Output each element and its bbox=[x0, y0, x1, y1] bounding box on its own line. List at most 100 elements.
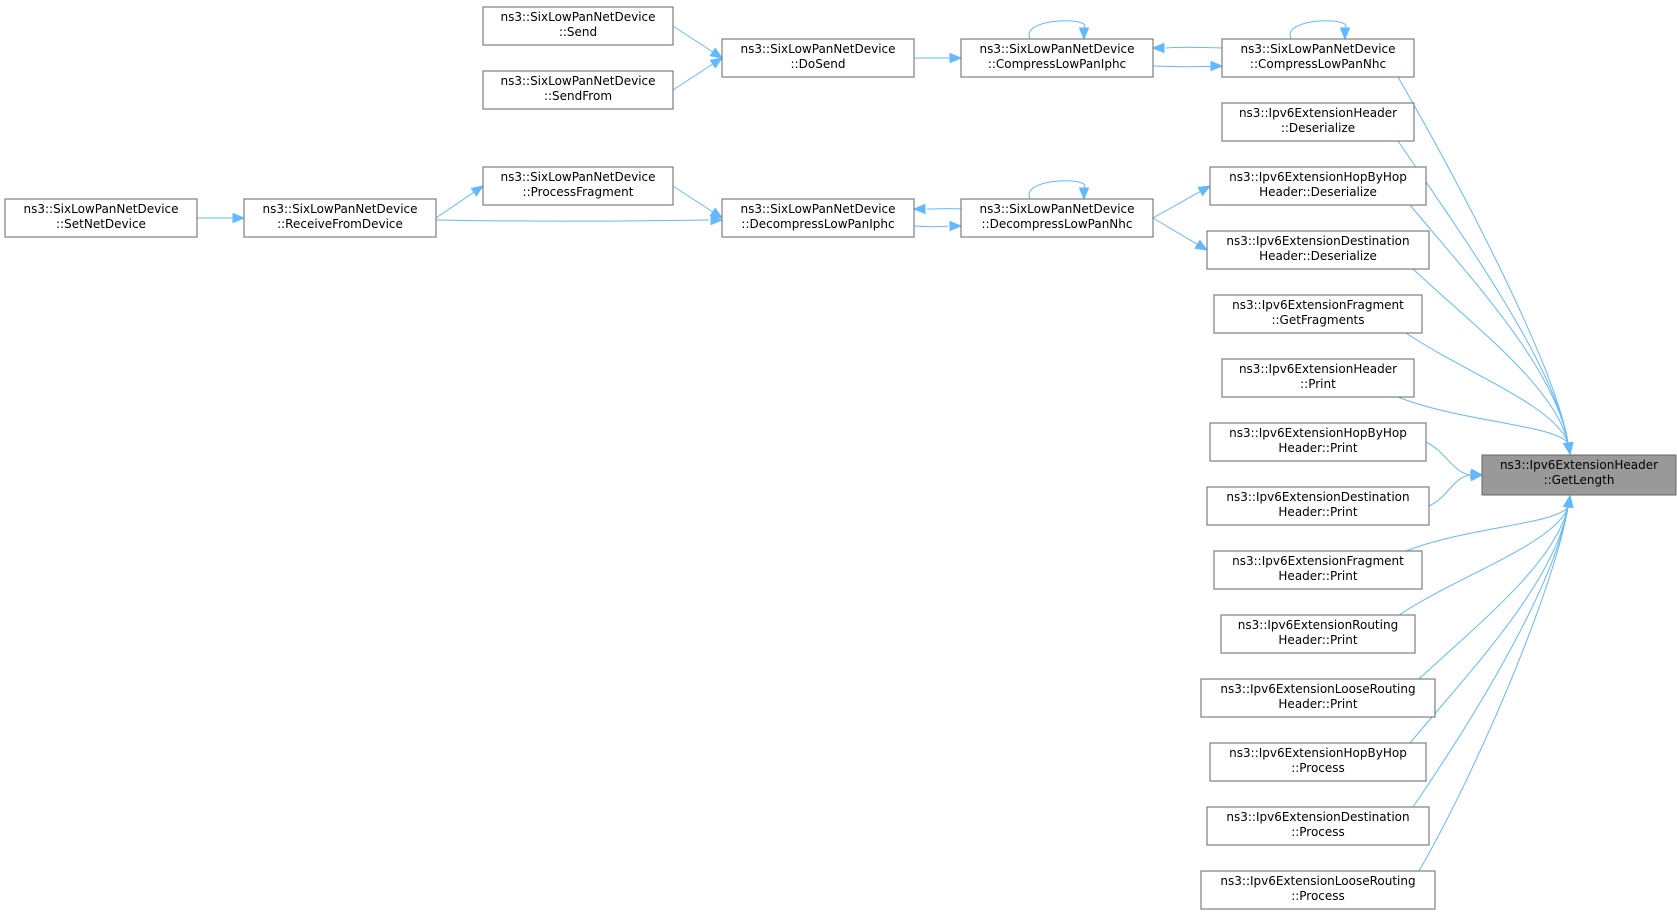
node-label-line2: ::Send bbox=[559, 25, 597, 39]
edge-rout_print-to-target bbox=[1398, 506, 1569, 616]
node-label-line1: ns3::Ipv6ExtensionFragment bbox=[1232, 298, 1404, 312]
edge-sendfrom-to-dosend bbox=[672, 63, 714, 91]
arrowhead-procfrag-to-decompiphc bbox=[709, 207, 724, 219]
node-label-line1: ns3::SixLowPanNetDevice bbox=[979, 42, 1134, 56]
edge-compiphc-to-compiphc bbox=[1028, 20, 1086, 40]
edge-hbh_deser-to-target bbox=[1409, 204, 1569, 444]
edge-dest_proc-to-target bbox=[1412, 506, 1569, 808]
edge-loose_proc-to-target bbox=[1418, 506, 1569, 872]
node-dosend[interactable]: ns3::SixLowPanNetDevice::DoSend bbox=[721, 38, 915, 78]
node-setnetdev[interactable]: ns3::SixLowPanNetDevice::SetNetDevice bbox=[4, 198, 198, 238]
node-sendfrom[interactable]: ns3::SixLowPanNetDevice::SendFrom bbox=[482, 70, 674, 110]
node-layer: ns3::SixLowPanNetDevice::Sendns3::SixLow… bbox=[4, 6, 1677, 910]
node-label-line2: ::Print bbox=[1300, 377, 1336, 391]
edge-frag_print-to-target bbox=[1405, 506, 1569, 552]
arrowhead-loose_proc-to-target bbox=[1563, 494, 1574, 509]
node-box bbox=[1206, 230, 1430, 270]
arrowhead-decompnhc-to-hbh_deser bbox=[1197, 185, 1212, 197]
node-exthdr_print[interactable]: ns3::Ipv6ExtensionHeader::Print bbox=[1221, 358, 1415, 398]
node-label-line1: ns3::Ipv6ExtensionLooseRouting bbox=[1220, 874, 1415, 888]
arrowhead-dest_print-to-target bbox=[1470, 470, 1484, 482]
node-label-line1: ns3::SixLowPanNetDevice bbox=[500, 74, 655, 88]
edge-decompnhc-to-dest_deser bbox=[1152, 217, 1198, 245]
node-compiphc[interactable]: ns3::SixLowPanNetDevice::CompressLowPanI… bbox=[960, 38, 1154, 78]
node-box bbox=[721, 38, 915, 78]
node-dest_print[interactable]: ns3::Ipv6ExtensionDestinationHeader::Pri… bbox=[1206, 486, 1430, 526]
node-label-line1: ns3::Ipv6ExtensionHopByHop bbox=[1229, 426, 1407, 440]
edge-frag_getfr-to-target bbox=[1405, 332, 1569, 444]
node-label-line1: ns3::Ipv6ExtensionRouting bbox=[1238, 618, 1398, 632]
node-box bbox=[1206, 486, 1430, 526]
arrowhead-exthdr_print-to-target bbox=[1563, 441, 1574, 456]
node-hbh_deser[interactable]: ns3::Ipv6ExtensionHopByHopHeader::Deseri… bbox=[1209, 166, 1427, 206]
node-label-line2: Header::Deserialize bbox=[1259, 249, 1377, 263]
node-frag_getfr[interactable]: ns3::Ipv6ExtensionFragment::GetFragments bbox=[1213, 294, 1423, 334]
arrowhead-setnetdev-to-recvfrom bbox=[232, 212, 246, 224]
node-label-line1: ns3::Ipv6ExtensionHeader bbox=[1239, 106, 1397, 120]
node-hbh_proc[interactable]: ns3::Ipv6ExtensionHopByHop::Process bbox=[1209, 742, 1427, 782]
node-label-line2: ::Deserialize bbox=[1281, 121, 1355, 135]
edge-compnhc-to-target bbox=[1397, 76, 1569, 444]
arrowhead-recvfrom-to-decompiphc bbox=[710, 214, 724, 226]
node-box bbox=[1213, 294, 1423, 334]
node-box bbox=[1481, 454, 1677, 496]
node-label-line1: ns3::SixLowPanNetDevice bbox=[500, 10, 655, 24]
node-box bbox=[1200, 678, 1436, 718]
node-label-line2: ::CompressLowPanNhc bbox=[1250, 57, 1386, 71]
node-label-line2: ::GetFragments bbox=[1271, 313, 1364, 327]
node-procfrag[interactable]: ns3::SixLowPanNetDevice::ProcessFragment bbox=[482, 166, 674, 206]
node-box bbox=[1209, 742, 1427, 782]
arrowhead-decompnhc-to-decompiphc bbox=[912, 203, 926, 215]
node-label-line1: ns3::Ipv6ExtensionFragment bbox=[1232, 554, 1404, 568]
arrowhead-recvfrom-to-procfrag bbox=[470, 185, 485, 197]
node-decompnhc[interactable]: ns3::SixLowPanNetDevice::DecompressLowPa… bbox=[960, 198, 1154, 238]
node-loose_print[interactable]: ns3::Ipv6ExtensionLooseRoutingHeader::Pr… bbox=[1200, 678, 1436, 718]
edge-recvfrom-to-decompiphc bbox=[435, 219, 710, 222]
node-compnhc[interactable]: ns3::SixLowPanNetDevice::CompressLowPanN… bbox=[1221, 38, 1415, 78]
arrowhead-sendfrom-to-dosend bbox=[709, 57, 724, 69]
arrowhead-send-to-dosend bbox=[709, 47, 724, 59]
edge-exthdr_print-to-target bbox=[1397, 396, 1569, 444]
edge-decompiphc-to-decompnhc bbox=[913, 225, 949, 228]
node-exthdr_deser[interactable]: ns3::Ipv6ExtensionHeader::Deserialize bbox=[1221, 102, 1415, 142]
node-loose_proc[interactable]: ns3::Ipv6ExtensionLooseRouting::Process bbox=[1200, 870, 1436, 910]
node-label-line2: ::CompressLowPanIphc bbox=[988, 57, 1126, 71]
edge-procfrag-to-decompiphc bbox=[672, 185, 714, 213]
node-dest_deser[interactable]: ns3::Ipv6ExtensionDestinationHeader::Des… bbox=[1206, 230, 1430, 270]
edge-dest_print-to-target bbox=[1428, 474, 1471, 507]
node-box bbox=[1220, 614, 1416, 654]
node-dest_proc[interactable]: ns3::Ipv6ExtensionDestination::Process bbox=[1206, 806, 1430, 846]
arrowhead-decompiphc-to-decompnhc bbox=[949, 220, 963, 232]
node-box bbox=[1221, 102, 1415, 142]
node-box bbox=[1206, 806, 1430, 846]
node-box bbox=[1221, 38, 1415, 78]
node-recvfrom[interactable]: ns3::SixLowPanNetDevice::ReceiveFromDevi… bbox=[243, 198, 437, 238]
edge-dest_deser-to-target bbox=[1412, 268, 1569, 444]
node-target[interactable]: ns3::Ipv6ExtensionHeader::GetLength bbox=[1481, 454, 1677, 496]
node-label-line1: ns3::Ipv6ExtensionDestination bbox=[1226, 490, 1409, 504]
node-label-line2: Header::Print bbox=[1278, 697, 1357, 711]
arrowhead-compnhc-to-compnhc bbox=[1339, 27, 1351, 41]
node-label-line2: ::Process bbox=[1291, 889, 1345, 903]
node-box bbox=[1221, 358, 1415, 398]
node-label-line1: ns3::Ipv6ExtensionDestination bbox=[1226, 234, 1409, 248]
node-label-line1: ns3::SixLowPanNetDevice bbox=[740, 202, 895, 216]
node-label-line2: Header::Print bbox=[1278, 505, 1357, 519]
node-label-line2: ::SetNetDevice bbox=[56, 217, 146, 231]
node-box bbox=[1200, 870, 1436, 910]
edge-decompnhc-to-decompnhc bbox=[1028, 180, 1086, 200]
node-label-line1: ns3::SixLowPanNetDevice bbox=[262, 202, 417, 216]
node-send[interactable]: ns3::SixLowPanNetDevice::Send bbox=[482, 6, 674, 46]
edge-decompnhc-to-hbh_deser bbox=[1152, 190, 1201, 219]
node-box bbox=[960, 198, 1154, 238]
node-box bbox=[960, 38, 1154, 78]
edge-compnhc-to-compiphc bbox=[1165, 46, 1223, 49]
arrowhead-compiphc-to-compnhc bbox=[1210, 60, 1224, 72]
node-decompiphc[interactable]: ns3::SixLowPanNetDevice::DecompressLowPa… bbox=[721, 198, 915, 238]
node-label-line1: ns3::SixLowPanNetDevice bbox=[740, 42, 895, 56]
node-box bbox=[1213, 550, 1423, 590]
